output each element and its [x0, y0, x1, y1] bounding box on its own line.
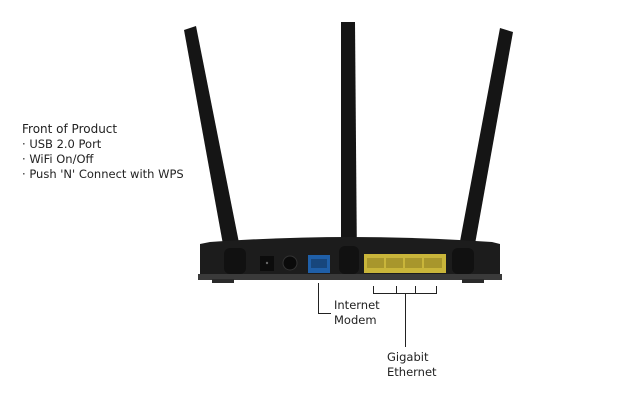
ethernet-socket	[386, 258, 403, 268]
ethernet-label-line: Ethernet	[387, 365, 437, 379]
gigabit-ethernet-label: Gigabit Ethernet	[387, 350, 437, 380]
internet-modem-label: Internet Modem	[334, 298, 380, 328]
bullet: ·	[22, 167, 30, 181]
callout-lines	[318, 283, 437, 347]
front-item: · WiFi On/Off	[22, 152, 184, 167]
middle-antenna	[341, 22, 357, 266]
power-button	[282, 255, 298, 271]
front-item-label: USB 2.0 Port	[29, 137, 102, 151]
ethernet-socket	[424, 258, 442, 268]
bullet: ·	[22, 137, 30, 151]
front-item: · Push 'N' Connect with WPS	[22, 167, 184, 182]
router-foot	[212, 279, 234, 283]
front-item-label: WiFi On/Off	[29, 152, 94, 166]
internet-label-line: Internet	[334, 298, 380, 312]
internet-port-socket	[311, 259, 327, 268]
ethernet-bracket	[373, 286, 437, 347]
ethernet-socket	[405, 258, 422, 268]
ethernet-sockets	[367, 258, 442, 268]
front-of-product-callout: Front of Product · USB 2.0 Port · WiFi O…	[22, 122, 184, 182]
antenna-base	[224, 248, 246, 274]
antenna-base	[339, 246, 359, 274]
ethernet-socket	[367, 258, 384, 268]
antenna-base	[452, 248, 474, 274]
front-item-label: Push 'N' Connect with WPS	[29, 167, 184, 181]
internet-callout-line	[318, 283, 331, 314]
router-base	[198, 274, 502, 280]
ethernet-label-line: Gigabit	[387, 350, 429, 364]
right-antenna	[455, 28, 513, 272]
left-antenna	[184, 26, 244, 272]
front-title: Front of Product	[22, 122, 118, 136]
bullet: ·	[22, 152, 30, 166]
power-port-pin	[265, 261, 269, 265]
router-foot	[462, 279, 484, 283]
front-item: · USB 2.0 Port	[22, 137, 184, 152]
internet-label-line: Modem	[334, 313, 377, 327]
